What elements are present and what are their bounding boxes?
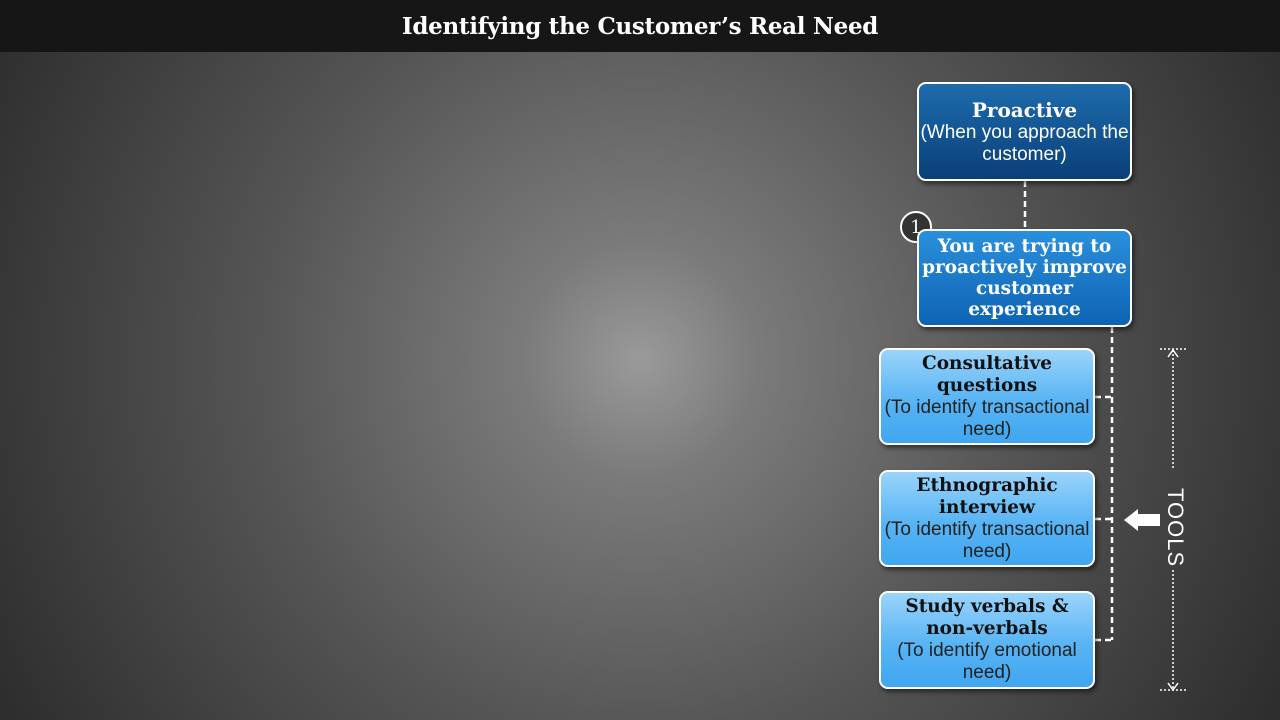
tool-subtext: (To identify transactional need) [884, 396, 1090, 440]
title-bar: Identifying the Customer’s Real Need [0, 0, 1280, 52]
proactive-subtext: (When you approach the customer) [920, 121, 1129, 165]
tool-heading: Study verbals & non-verbals [905, 596, 1069, 639]
proactive-heading: Proactive [971, 97, 1078, 122]
step-number-badge: 1 [900, 211, 932, 243]
tools-label: TOOLS [1163, 488, 1188, 568]
tool-box-ethnographic-interview: Ethnographic interview (To identify tran… [879, 470, 1095, 567]
tool-subtext: (To identify transactional need) [884, 518, 1090, 562]
tool-box-study-verbals: Study verbals & non-verbals (To identify… [879, 591, 1095, 689]
page-title: Identifying the Customer’s Real Need [401, 12, 879, 40]
tools-bracket-bottom-arrowhead [1167, 682, 1179, 692]
tool-heading: Ethnographic interview [916, 474, 1058, 518]
step-box: You are trying to proactively improve cu… [917, 229, 1132, 327]
tool-heading: Consultative questions [921, 352, 1053, 396]
step-text: You are trying to proactively improve cu… [922, 236, 1127, 320]
tools-pointer-arrow-icon [1124, 509, 1160, 531]
tools-bracket-top-arrowhead [1167, 348, 1179, 358]
proactive-box: Proactive (When you approach the custome… [917, 82, 1132, 181]
tool-subtext: (To identify emotional need) [897, 640, 1077, 683]
tool-box-consultative-questions: Consultative questions (To identify tran… [879, 348, 1095, 445]
